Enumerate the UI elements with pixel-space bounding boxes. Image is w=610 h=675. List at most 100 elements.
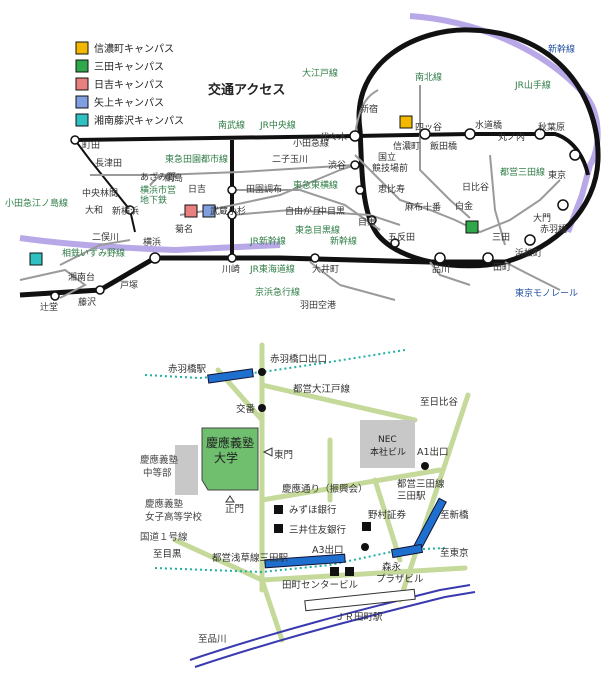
morinaga-label: 森永 [382,561,402,573]
station-label: 代々木 [320,131,347,143]
station-dot [310,253,320,263]
keio-chutobu-label: 慶應義塾 [140,454,179,466]
jr-line [194,591,476,668]
station-label: 大門 [533,212,551,224]
mita-station-label: 都営三田線 [397,478,445,490]
legend-label: 信濃町キャンパス [94,42,174,55]
station-dot [419,128,431,140]
road [259,382,418,423]
station-label: 長津田 [95,158,122,169]
yamanote-loop [356,27,601,269]
to-shinbashi-label: 至新橋 [440,509,469,521]
line-label: 都営三田線 [500,166,545,178]
line-label: 東急目黒線 [295,224,340,236]
line-label: 二子玉川 [272,154,308,165]
station-dot [95,285,105,295]
station-label: 菊名 [175,223,193,235]
station-label: 目黒 [358,217,376,228]
station-dot [434,252,446,264]
station-label: 四ッ谷 [415,122,442,133]
exit-marker [421,462,429,470]
station-dot [390,238,400,248]
main-gate-marker [225,495,235,503]
station-dot [149,252,161,264]
legend-label: 湘南藤沢キャンパス [94,114,184,127]
line-label: 小田急線 [293,137,329,149]
station-label: 地下鉄 [140,194,167,206]
legend-swatch [75,113,89,127]
station-label: 新横浜 [112,205,139,217]
station-label: 秋葉原 [538,121,565,133]
station-label: 戸塚 [120,280,138,291]
line-label: 相鉄いずみ野線 [62,247,125,259]
chuo-line [74,132,590,176]
shonan-line [19,268,87,299]
station-label: 赤羽橋 [540,223,567,235]
station-dot [464,128,476,140]
line-label: JR山手線 [514,79,551,91]
toyoko-line [179,164,356,216]
road [172,537,265,583]
yagami-campus-marker [202,204,216,218]
station-label: 大和 [85,204,103,216]
station-label: 自由が丘 [285,205,321,217]
station-label: 羽田空港 [300,299,336,311]
mita-line-station-bar-2 [390,543,424,559]
line-label: JR新幹線 [249,235,286,247]
station-dot [524,234,536,246]
smbc-label: 三井住友銀行 [289,524,347,536]
mita-subway-path [154,547,446,574]
map-title: 交通アクセス [208,82,285,98]
main-gate-label: 正門 [225,504,244,515]
monorail-line [339,261,561,301]
to-tokyo-label: 至東京 [440,547,469,559]
mita-station-label: 三田駅 [397,491,426,502]
station-label: 綱島 [165,172,183,184]
keio-university-block [201,427,259,491]
station-dot [349,130,361,142]
nanboku-line [419,85,471,219]
nomura-label: 野村証券 [368,509,407,521]
oimachi-line [232,189,381,231]
legend-label: 日吉キャンパス [94,79,164,91]
station-dot [557,199,569,211]
exit-marker [361,543,369,551]
legend-label: 三田キャンパス [94,61,164,73]
to-hibiya-label: 至日比谷 [420,396,459,408]
building-marker [362,522,371,531]
to-shinagawa-label: 至品川 [198,634,227,645]
legend-swatch [75,41,89,55]
mita-line [489,154,506,246]
station-label: 横浜 [143,236,161,248]
keio-university-label: 慶應義塾 [206,435,254,450]
station-dot [355,185,365,195]
station-label: 恵比寿 [378,183,405,195]
station-label: 藤沢 [78,296,96,308]
mizuho-label: みずほ銀行 [289,504,337,516]
station-label: 武蔵小杉 [210,205,246,217]
station-label: 三田 [492,232,510,243]
jr-line [189,584,471,661]
station-label: 川崎 [222,263,240,275]
road [259,577,285,643]
station-label: 中目黒 [318,205,345,217]
line-label: 新幹線 [548,43,575,55]
jr-tamachi-station [304,588,416,612]
odakyu-line [74,139,136,233]
keio-chutobu-block [175,445,198,495]
keio-girls-label: 女子高等学校 [145,511,203,523]
campus-map: 赤羽橋口出口 赤羽橋駅 都営大江戸線 交番 至日比谷 慶應義塾 大学 東門 NE… [140,342,476,668]
morinaga-label: プラザビル [376,574,424,585]
mita-campus-marker [465,220,479,234]
legend-swatch [75,95,89,109]
building-marker [330,567,339,576]
shinkansen-west [19,235,281,254]
asakusa-mita-station-bar [264,553,346,569]
station-label: 白金 [455,200,473,212]
akabanebashi-station-bar [207,368,254,384]
nec-building [360,420,415,468]
akabanebashi-exit-label: 赤羽橋口出口 [270,353,327,365]
station-label: 日吉 [188,184,206,195]
keio-university-label: 大学 [214,450,238,465]
